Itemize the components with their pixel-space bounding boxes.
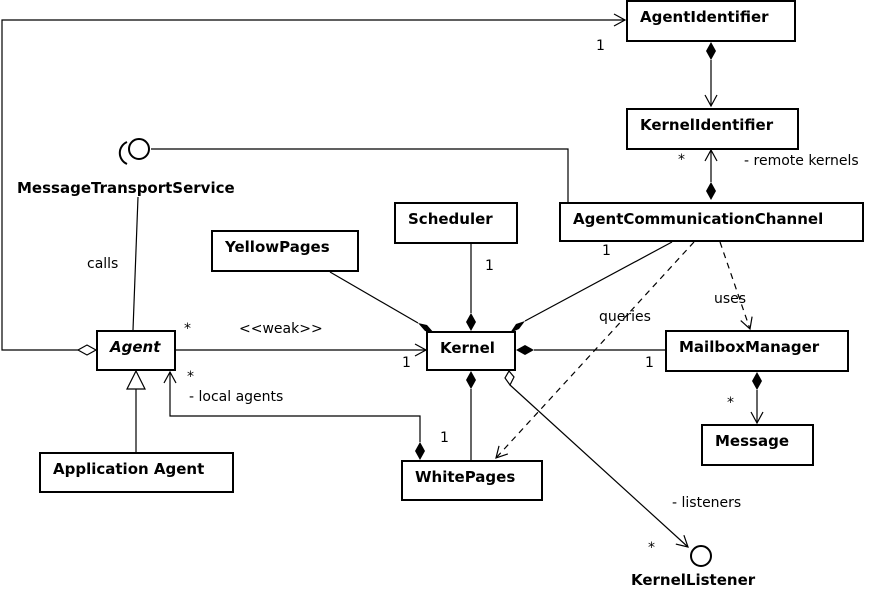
agentcommunicationchannel-class[interactable]: AgentCommunicationChannel xyxy=(559,202,864,242)
agent-to-agentidentifier-connector xyxy=(1,13,627,351)
mailbox-composition-diamond xyxy=(752,372,762,390)
agent-class[interactable]: Agent xyxy=(96,330,176,371)
message-name: Message xyxy=(715,432,789,450)
agent-name: Agent xyxy=(110,338,161,356)
agent-weak-multiplicity: * xyxy=(184,321,191,337)
yellowpages-name: YellowPages xyxy=(225,238,330,256)
agentidentifier-name: AgentIdentifier xyxy=(640,8,769,26)
kernel-listener-connector xyxy=(509,384,689,548)
kernelidentifier-name: KernelIdentifier xyxy=(640,116,774,134)
mailbox-multiplicity: 1 xyxy=(645,355,654,371)
agent-aggregation-diamond xyxy=(76,344,98,356)
agent-calls-mts-connector xyxy=(132,196,139,331)
message-multiplicity: * xyxy=(727,395,734,411)
acc-name: AgentCommunicationChannel xyxy=(573,210,824,228)
whitepages-multiplicity: 1 xyxy=(440,430,449,446)
calls-label: calls xyxy=(87,256,119,272)
messagetransportservice-label: MessageTransportService xyxy=(17,179,235,197)
kernel-acc-composition-diamond xyxy=(510,321,525,333)
agentidentifier-multiplicity: 1 xyxy=(596,38,605,54)
uses-label: uses xyxy=(714,291,747,307)
generalization-triangle xyxy=(126,369,146,390)
kernel-scheduler-composition-diamond xyxy=(466,313,476,331)
kernelidentifier-class[interactable]: KernelIdentifier xyxy=(626,108,799,150)
whitepages-agent-composition-diamond xyxy=(415,442,425,460)
remote-kernels-label: - remote kernels xyxy=(744,153,859,169)
kernel-whitepages-composition-diamond xyxy=(466,371,476,389)
agent-local-multiplicity: * xyxy=(187,369,194,385)
kernel-name: Kernel xyxy=(440,339,495,357)
acc-uses-mailbox-connector xyxy=(719,241,753,331)
kernel-listener-aggregation-diamond xyxy=(504,369,515,387)
yellowpages-class[interactable]: YellowPages xyxy=(211,230,359,272)
acc-queries-whitepages-connector xyxy=(495,241,695,459)
mailboxmanager-name: MailboxManager xyxy=(679,338,820,356)
message-class[interactable]: Message xyxy=(701,424,814,466)
kernellistener-label: KernelListener xyxy=(631,571,756,589)
acc-kernel-multiplicity: 1 xyxy=(602,243,611,259)
scheduler-class[interactable]: Scheduler xyxy=(394,202,518,244)
kernel-class[interactable]: Kernel xyxy=(426,331,516,371)
local-agents-label: - local agents xyxy=(189,389,284,405)
whitepages-name: WhitePages xyxy=(415,468,516,486)
mailboxmanager-class[interactable]: MailboxManager xyxy=(665,330,849,372)
mts-interface-ball xyxy=(128,138,150,160)
queries-label: queries xyxy=(599,309,651,325)
scheduler-name: Scheduler xyxy=(408,210,493,228)
acc-to-mts-connector xyxy=(151,148,569,202)
whitepages-class[interactable]: WhitePages xyxy=(401,460,543,501)
weak-stereotype-label: <<weak>> xyxy=(239,321,323,337)
scheduler-multiplicity: 1 xyxy=(485,258,494,274)
kernel-yellowpages-composition-diamond xyxy=(418,323,434,333)
application-agent-class[interactable]: Application Agent xyxy=(39,452,234,493)
kernel-weak-multiplicity: 1 xyxy=(402,355,411,371)
listeners-label: - listeners xyxy=(672,495,742,511)
kernel-mailbox-composition-diamond xyxy=(516,345,534,355)
application-agent-name: Application Agent xyxy=(53,460,205,478)
mts-required-socket xyxy=(118,141,128,165)
acc-composition-diamond xyxy=(706,182,716,200)
acc-kernel-connector xyxy=(524,241,673,322)
yellowpages-kernel-connector xyxy=(329,271,419,324)
agentidentifier-class[interactable]: AgentIdentifier xyxy=(626,0,796,42)
agentidentifier-composition-diamond xyxy=(706,42,716,60)
whitepages-to-agent-connector xyxy=(163,370,421,442)
kernelidentifier-multiplicity: * xyxy=(678,152,685,168)
kernel-listener-interface-ball xyxy=(690,545,712,567)
listener-multiplicity: * xyxy=(648,540,655,556)
